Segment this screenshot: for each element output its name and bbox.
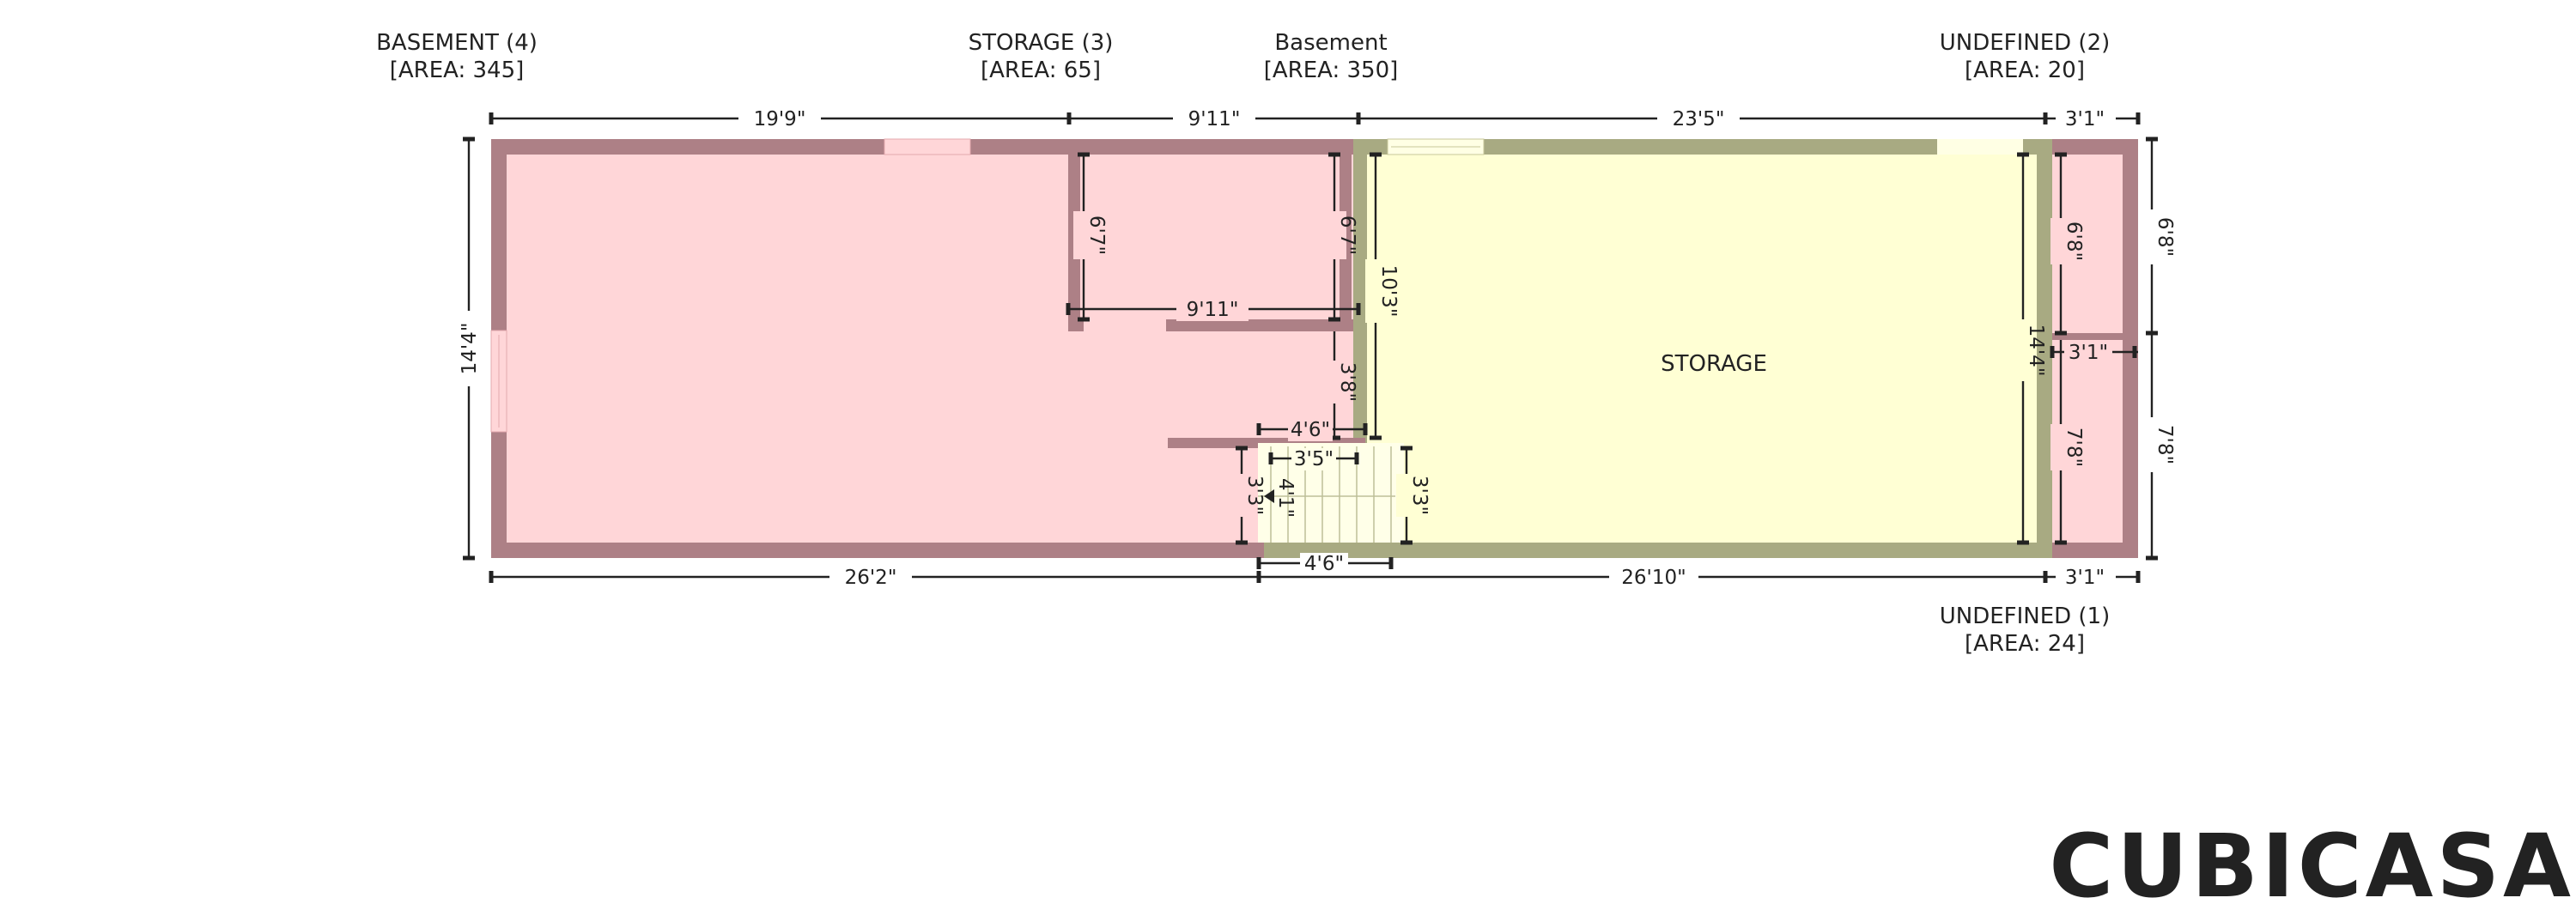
dim-top-1: 19'9" <box>754 108 806 130</box>
dimension-bottom <box>489 565 2141 589</box>
dimension-top <box>489 106 2141 130</box>
area-label-basement: [AREA: 350] <box>1264 58 1399 83</box>
dim-storage-inner-h1: 6'7" <box>1085 215 1108 255</box>
dimension-storage-inner <box>1066 152 1361 322</box>
dim-corridor-low: 3'8" <box>1336 362 1358 402</box>
window <box>1937 139 2023 155</box>
dim-undef-inner-mid: 3'1" <box>2069 342 2108 364</box>
room-label-basement-4: BASEMENT (4) <box>376 30 538 56</box>
dim-top-4: 3'1" <box>2065 108 2105 130</box>
wall <box>2052 139 2138 155</box>
wall <box>1264 543 2052 558</box>
room-label-basement: Basement <box>1274 30 1387 56</box>
wall <box>491 543 1264 558</box>
window <box>884 138 971 155</box>
dim-stair-right-h: 3'3" <box>1408 476 1431 515</box>
dim-stair-inner-w: 3'5" <box>1294 448 1334 470</box>
wall <box>2052 543 2138 558</box>
room-name-storage: STORAGE <box>1661 351 1767 377</box>
dimension-corridor <box>1324 152 1388 440</box>
dim-storage-inner-w: 9'11" <box>1187 299 1239 321</box>
basement-4-floor <box>491 139 1365 558</box>
dim-corridor-height: 10'3" <box>1377 265 1400 318</box>
dim-storage-height: 14'4" <box>2025 325 2047 377</box>
dim-stair-left-h: 3'3" <box>1243 476 1266 515</box>
wall <box>1353 139 1367 448</box>
dim-stair-top-w: 4'6" <box>1291 419 1330 441</box>
dimension-storage-right <box>2013 152 2138 545</box>
dim-right-bottom: 7'8" <box>2154 425 2176 464</box>
dim-undef-inner-bottom: 7'8" <box>2063 428 2085 467</box>
area-label-basement-4: [AREA: 345] <box>390 58 525 83</box>
dimension-right <box>2140 136 2164 561</box>
dim-bottom-2: 26'10" <box>1621 567 1686 589</box>
dim-top-3: 23'5" <box>1673 108 1725 130</box>
dim-stair-tread: 4'1" <box>1274 478 1297 518</box>
dim-right-top: 6'8" <box>2154 217 2176 257</box>
dim-storage-inner-h2: 6'7" <box>1336 215 1358 255</box>
dim-undef-inner-top: 6'8" <box>2063 221 2085 261</box>
dim-top-2: 9'11" <box>1188 108 1241 130</box>
room-label-undefined-1: UNDEFINED (1) <box>1940 604 2111 629</box>
wall <box>2037 139 2052 558</box>
dim-left-height: 14'4" <box>459 323 481 375</box>
wall <box>2123 139 2138 558</box>
wall <box>1365 139 2052 155</box>
dim-stair-bottom-w: 4'6" <box>1304 553 1344 575</box>
door-opening <box>1084 319 1166 331</box>
dimension-left <box>457 136 481 561</box>
area-label-undefined-2: [AREA: 20] <box>1965 58 2085 83</box>
stair-arrow-icon <box>1264 489 1274 503</box>
wall <box>2052 333 2138 340</box>
dim-bottom-3: 3'1" <box>2065 567 2105 589</box>
dim-bottom-1: 26'2" <box>845 567 897 589</box>
basement-floor <box>1365 139 2052 558</box>
area-label-undefined-1: [AREA: 24] <box>1965 631 2085 657</box>
dimension-stairs <box>1231 419 1419 575</box>
room-label-undefined-2: UNDEFINED (2) <box>1940 30 2111 56</box>
area-label-storage-3: [AREA: 65] <box>981 58 1101 83</box>
room-label-storage-3: STORAGE (3) <box>969 30 1114 56</box>
cubicasa-logo: CUBICASA <box>2049 816 2574 910</box>
